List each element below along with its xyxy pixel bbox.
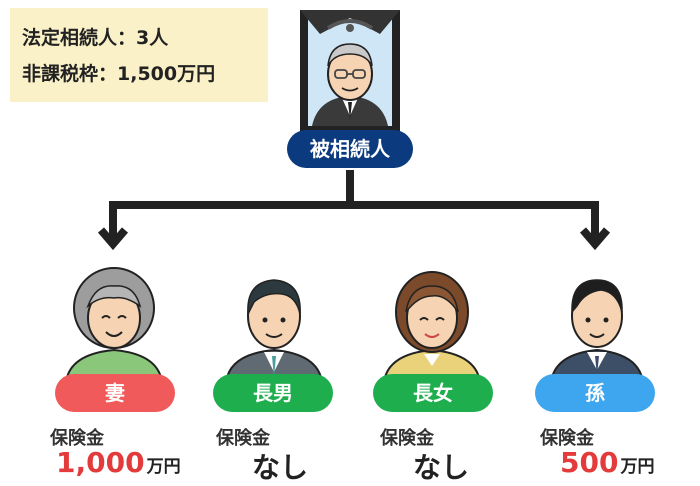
left-arrow-head [97, 227, 129, 251]
eldest-son-avatar [224, 279, 324, 382]
amount-value-wife: 1,000 [56, 446, 145, 479]
heir-pill-eldest-daughter: 長女 [373, 374, 493, 412]
heir-pill-eldest-son: 長男 [213, 374, 333, 412]
amount-value-eldest-daughter: なし [413, 451, 470, 484]
wife-avatar [64, 267, 164, 382]
deceased-portrait [300, 10, 400, 134]
grandchild-avatar [549, 279, 645, 382]
insurance-label-grandchild: 保険金 [540, 428, 594, 449]
amount-value-eldest-son: なし [252, 451, 309, 484]
heir-pill-grandchild: 孫 [535, 374, 655, 412]
eldest-daughter-avatar [382, 271, 482, 382]
insurance-amount-eldest-daughter: なし [413, 446, 471, 486]
amount-value-grandchild: 500 [560, 446, 619, 479]
insurance-label-eldest-daughter: 保険金 [380, 428, 434, 449]
legal-heirs-count: 法定相続人：3人 [22, 27, 169, 49]
tax-exemption-limit: 非課税枠：1,500万円 [22, 63, 216, 85]
right-arrow-head [579, 227, 611, 251]
heir-pill-wife: 妻 [55, 374, 175, 412]
info-box: 法定相続人：3人 非課税枠：1,500万円 [10, 8, 268, 102]
deceased-label: 被相続人 [287, 130, 413, 168]
insurance-label-eldest-son: 保険金 [216, 428, 270, 449]
amount-unit-grandchild: 万円 [620, 457, 655, 477]
insurance-label-wife: 保険金 [50, 428, 104, 449]
insurance-amount-eldest-son: なし [252, 446, 310, 486]
amount-unit-wife: 万円 [146, 457, 181, 477]
